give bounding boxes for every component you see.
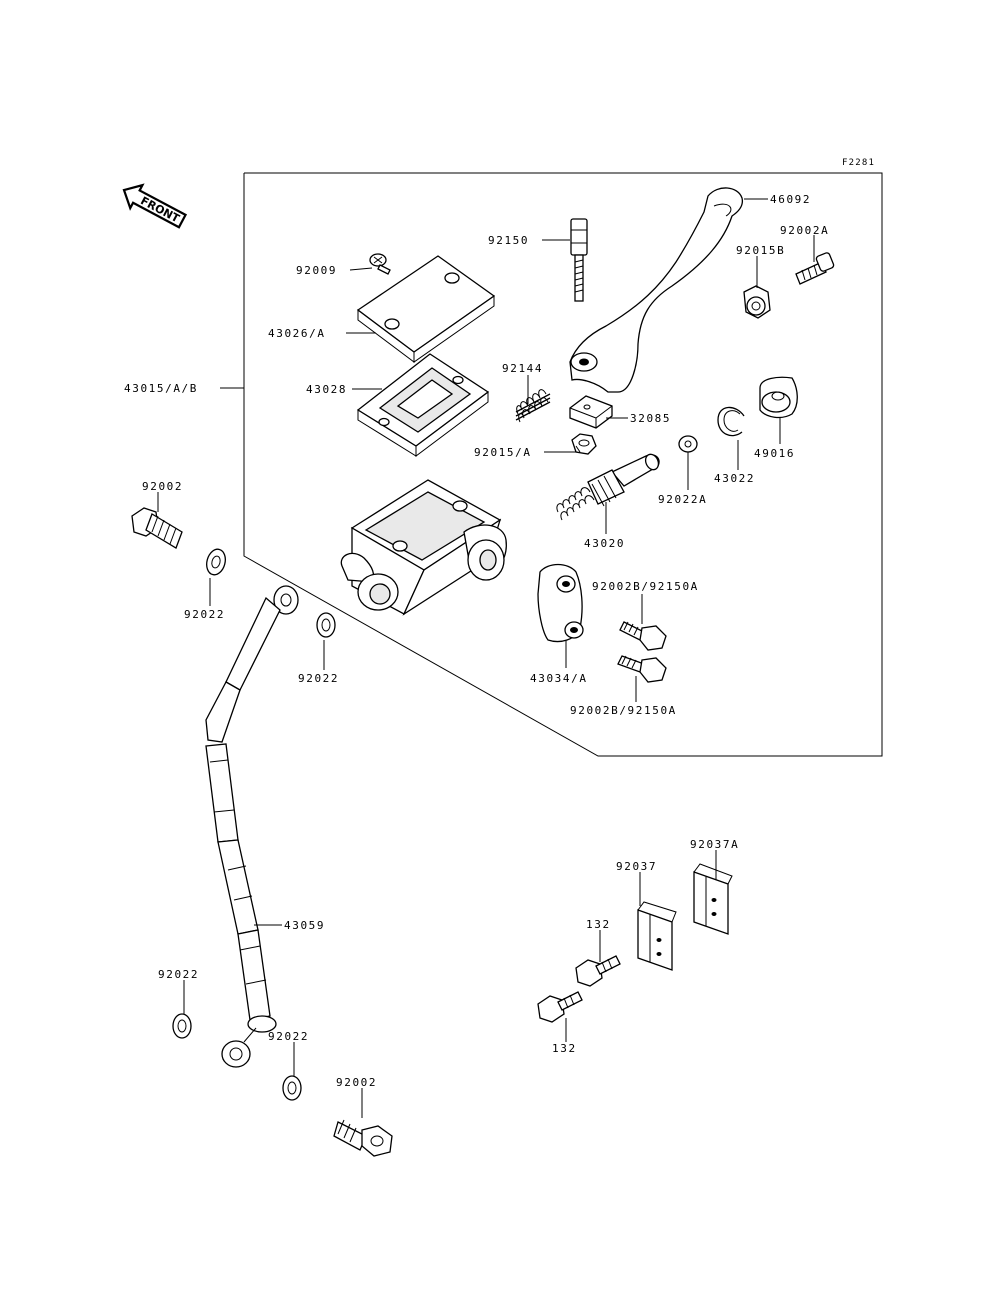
label-43020: 43020 xyxy=(584,537,625,550)
label-43022: 43022 xyxy=(714,472,755,485)
front-arrow-icon: FRONT xyxy=(122,183,188,229)
master-cylinder-icon xyxy=(340,479,507,616)
label-92015b: 92015B xyxy=(736,244,785,257)
spring-icon xyxy=(515,389,551,423)
washer-icon xyxy=(206,548,226,576)
label-43028: 43028 xyxy=(306,383,347,396)
label-92037: 92037 xyxy=(616,860,657,873)
label-92002a: 92002A xyxy=(780,224,829,237)
reservoir-cap-icon xyxy=(356,255,496,363)
lever-icon xyxy=(569,187,744,393)
label-92022-b: 92022 xyxy=(298,672,339,685)
label-132-b: 132 xyxy=(552,1042,577,1055)
washer-icon xyxy=(282,1075,302,1101)
label-49016: 49016 xyxy=(754,447,795,460)
label-132-a: 132 xyxy=(586,918,611,931)
hose-clamp-icon xyxy=(637,901,677,971)
washer-icon xyxy=(172,1013,192,1039)
bracket-icon xyxy=(569,395,613,429)
label-46092: 46092 xyxy=(770,193,811,206)
label-92002b-92150a-2: 92002B/92150A xyxy=(570,704,677,717)
label-92002-top: 92002 xyxy=(142,480,183,493)
label-92002-bottom: 92002 xyxy=(336,1076,377,1089)
banjo-bolt-icon xyxy=(333,1119,393,1157)
clamp-icon xyxy=(537,563,584,643)
washer-icon xyxy=(678,435,698,453)
screw-icon xyxy=(369,253,391,275)
bolt-icon xyxy=(537,991,583,1023)
label-92015a: 92015/A xyxy=(474,446,532,459)
label-43015ab: 43015/A/B xyxy=(124,382,198,395)
boot-icon xyxy=(759,376,798,419)
circlip-icon xyxy=(717,406,745,437)
pivot-bolt-icon xyxy=(795,252,835,285)
diaphragm-icon xyxy=(356,353,490,457)
label-92002b-92150a-1: 92002B/92150A xyxy=(592,580,699,593)
washer-icon xyxy=(316,612,336,638)
label-92144: 92144 xyxy=(502,362,543,375)
piston-icon xyxy=(556,453,660,521)
label-92037a: 92037A xyxy=(690,838,739,851)
hose-clamp-icon xyxy=(693,863,733,935)
nut-icon xyxy=(571,433,597,455)
assembly-outline xyxy=(243,172,883,757)
adjuster-bolt-icon xyxy=(570,218,588,302)
clamp-bolt-icon xyxy=(617,655,667,683)
brake-hose-icon xyxy=(205,585,299,1068)
label-43059: 43059 xyxy=(284,919,325,932)
label-92022-a: 92022 xyxy=(184,608,225,621)
label-92009: 92009 xyxy=(296,264,337,277)
leader-lines xyxy=(157,198,815,1118)
bolt-icon xyxy=(575,955,621,987)
collar-icon xyxy=(743,285,771,319)
label-92022a: 92022A xyxy=(658,493,707,506)
figure-id: F2281 xyxy=(842,158,875,168)
label-43034a: 43034/A xyxy=(530,672,588,685)
banjo-bolt-icon xyxy=(131,507,183,549)
label-92022-c: 92022 xyxy=(158,968,199,981)
label-43026a: 43026/A xyxy=(268,327,326,340)
label-92150: 92150 xyxy=(488,234,529,247)
clamp-bolt-icon xyxy=(619,621,667,651)
label-32085: 32085 xyxy=(630,412,671,425)
label-92022-d: 92022 xyxy=(268,1030,309,1043)
